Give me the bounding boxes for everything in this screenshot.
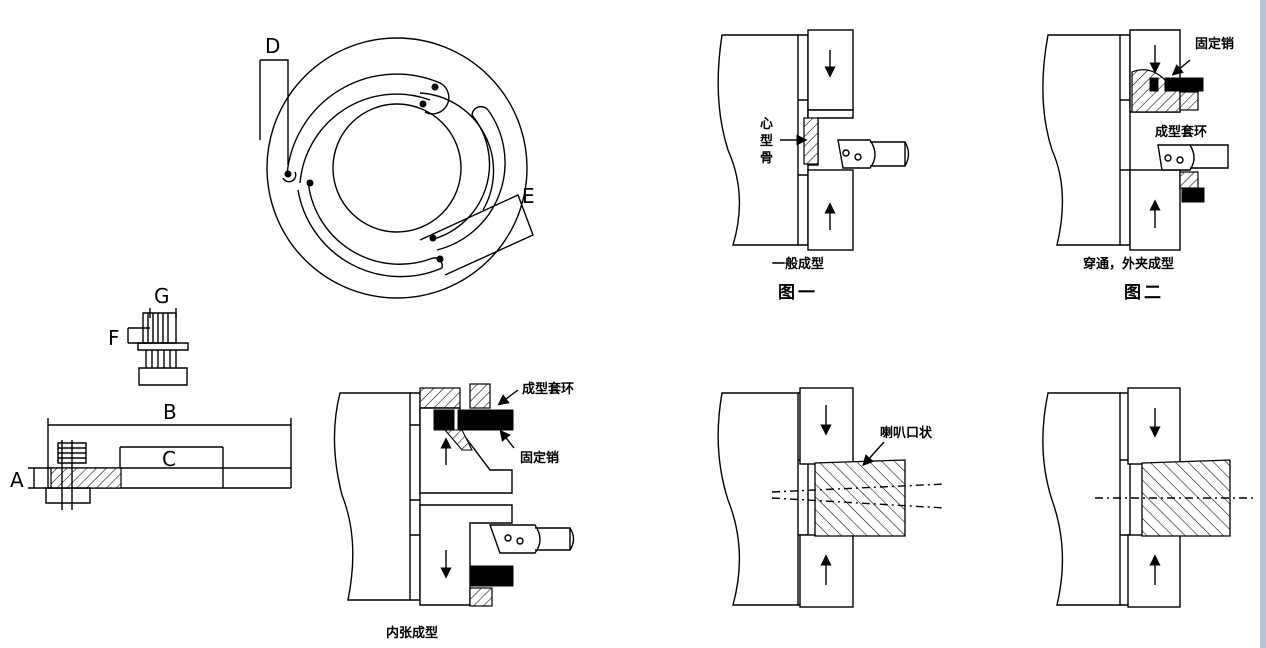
label-c: C	[162, 447, 176, 471]
fig3-pin-label: 固定销	[520, 450, 559, 466]
label-d: D	[265, 34, 280, 58]
figure-4-flared-mouth: 喇叭口状	[717, 387, 946, 608]
fig2-subtitle: 穿通，外夹成型	[1083, 256, 1174, 272]
fig2-ring-label: 成型套环	[1155, 124, 1207, 140]
core-char-2: 型	[760, 133, 773, 149]
label-g: G	[154, 284, 170, 308]
fig1-subtitle: 一般成型	[772, 256, 824, 272]
fig2-pin-label: 固定销	[1195, 36, 1234, 52]
spiral-spring-diagram: D E	[259, 34, 535, 299]
fig3-caption: 内张成型	[386, 625, 438, 641]
spring-side-view: G F	[108, 284, 189, 386]
label-a: A	[10, 468, 24, 492]
label-e: E	[522, 184, 535, 208]
figure-3-internal-expansion-forming: 成型套环 固定销 内张成型	[333, 381, 575, 641]
core-char-3: 骨	[760, 151, 773, 166]
figure-1-general-forming: 心 型 骨 一般成型 图一	[717, 29, 910, 303]
label-f: F	[108, 326, 120, 350]
label-b: B	[163, 400, 177, 424]
fig2-caption: 图二	[1124, 283, 1164, 303]
fig1-caption: 图一	[778, 283, 818, 303]
fig3-ring-label: 成型套环	[522, 381, 574, 397]
core-char-1: 心	[760, 117, 773, 132]
figure-2-through-clamp-forming: 固定销 成型套环 穿通，外夹成型 图二	[1042, 29, 1234, 303]
figure-5-straight-forming	[1042, 387, 1255, 608]
right-edge-bar	[1260, 0, 1266, 648]
plate-side-view: B C A	[10, 400, 292, 510]
fig4-note: 喇叭口状	[880, 425, 933, 441]
